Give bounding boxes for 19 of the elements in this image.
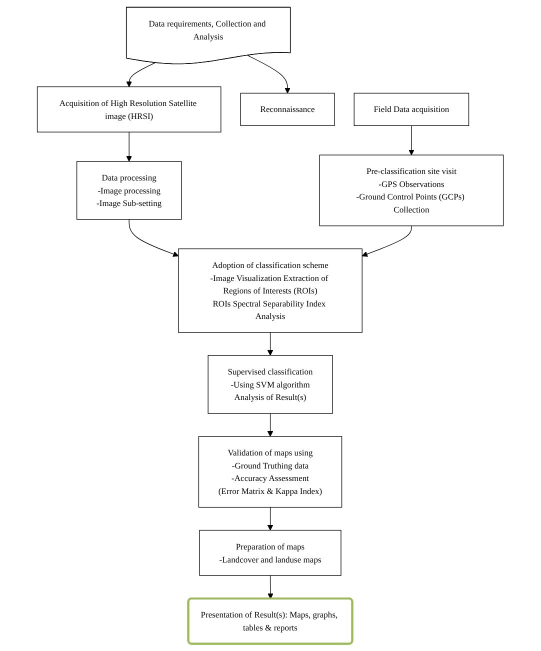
node-box: Acquisition of High Resolution Satellite image (HRSI) [37, 86, 222, 132]
arrow [268, 332, 274, 356]
node-box: Reconnaissance [240, 92, 335, 126]
node-box: Preparation of maps -Landcover and landuse maps [199, 530, 342, 576]
node-box: Data processing -Image processing -Image Sub-setting [76, 161, 182, 220]
node-box: Adoption of classification scheme -Image Visualization Extraction of Regions of Interests (ROIs) ROIs Spectral Separability Index Analysis [178, 248, 363, 333]
arrow [268, 506, 274, 531]
arrow [268, 575, 274, 600]
node-box: Field Data acquisition [354, 92, 470, 126]
arrow [362, 226, 412, 257]
arrow [248, 55, 291, 94]
arrow [126, 62, 156, 88]
node-box: Pre-classification site visit -GPS Observations -Ground Control Points (GCPs) Collection [320, 154, 504, 226]
arrow [408, 125, 415, 156]
node-box: Supervised classification -Using SVM algorithm Analysis of Result(s) [208, 355, 334, 414]
node-box: Validation of maps using -Ground Truthing data -Accuracy Assessment (Error Matrix & Kappa Index) [198, 436, 342, 508]
arrow [128, 219, 179, 257]
arrow [268, 413, 274, 437]
arrow [126, 132, 132, 162]
